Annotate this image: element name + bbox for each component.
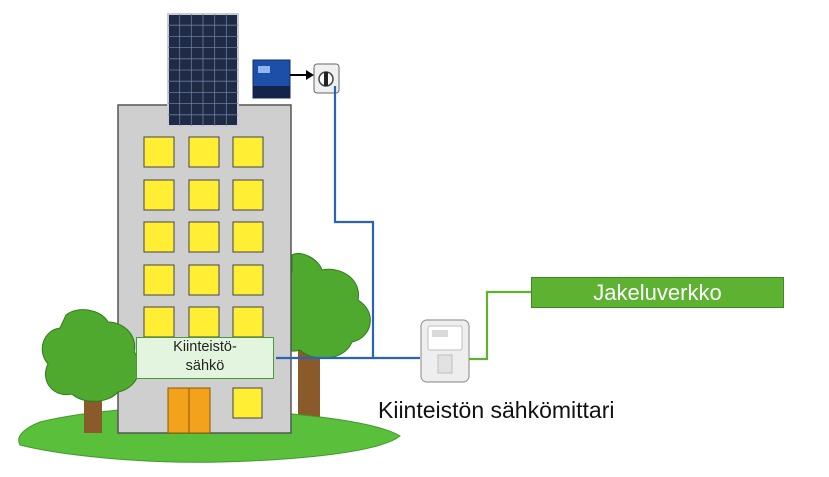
window [188,264,220,296]
window [143,306,175,338]
window [188,221,220,253]
window [188,179,220,211]
window [232,306,264,338]
window [188,136,220,168]
distribution-network-label: Jakeluverkko [531,277,784,308]
grid-line [469,290,531,361]
window [232,264,264,296]
arrow-icon [290,70,314,80]
window [232,136,264,168]
window [143,136,175,168]
tree-icon [41,309,140,433]
window-grid [143,136,264,338]
window [232,387,263,419]
property-electricity-label: Kiinteistö- sähkö [136,337,274,379]
cable-line [276,86,375,360]
window [232,179,264,211]
window [232,221,264,253]
solar-panel-icon [167,13,239,127]
property-meter-label: Kiinteistön sähkömittari [378,397,615,423]
window [188,306,220,338]
inverter-icon [252,59,291,99]
tree-icon [268,253,371,430]
safety-switch-icon [313,63,340,94]
window [143,264,175,296]
window [143,221,175,253]
electricity-meter-icon [420,319,470,383]
window [143,179,175,211]
building-icon [117,104,292,434]
